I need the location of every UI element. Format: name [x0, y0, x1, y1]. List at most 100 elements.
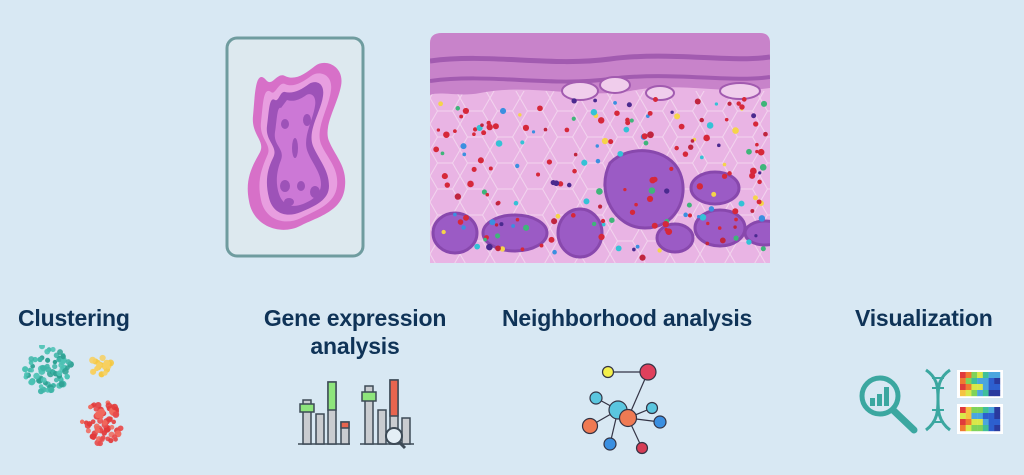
- tissue-transcript-dot: [522, 124, 530, 131]
- red-cluster-dot: [111, 403, 118, 411]
- heatmap-cell: [960, 413, 966, 420]
- red-cluster-dot: [93, 406, 99, 412]
- tissue-transcript-dot: [751, 113, 757, 119]
- tissue-transcript-dot: [570, 213, 576, 218]
- heatmap-cell: [965, 407, 972, 414]
- tissue-transcript-dot: [752, 195, 758, 201]
- tissue-transcript-dot: [551, 218, 558, 225]
- tissue-transcript-dot: [548, 236, 555, 243]
- tissue-transcript-dot: [688, 144, 694, 150]
- tissue-transcript-dot: [760, 246, 766, 252]
- heatmap-cell: [988, 413, 995, 420]
- tissue-transcript-dot: [635, 244, 640, 249]
- tissue-transcript-dot: [699, 155, 704, 160]
- teal-cluster-dot: [52, 363, 58, 370]
- tissue-transcript-dot: [758, 171, 762, 175]
- tissue-transcript-dot: [543, 127, 548, 132]
- heatmap-cell: [965, 378, 972, 385]
- tissue-transcript-dot: [714, 102, 719, 106]
- teal-cluster-dot: [56, 357, 62, 363]
- heatmap-cell: [988, 419, 995, 426]
- tissue-transcript-dot: [591, 221, 597, 227]
- tissue-transcript-dot: [513, 200, 519, 206]
- tissue-transcript-dot: [651, 222, 658, 229]
- tissue-transcript-dot: [699, 117, 704, 123]
- tissue-transcript-dot: [523, 224, 530, 231]
- heatmap-icon-1: [960, 372, 1001, 397]
- heatmap-cell: [977, 425, 984, 432]
- teal-cluster-dot: [65, 365, 70, 371]
- teal-cluster-dot: [37, 388, 44, 395]
- teal-cluster-dot: [39, 364, 46, 371]
- tissue-transcript-dot: [460, 143, 467, 150]
- tissue-transcript-dot: [499, 107, 507, 115]
- tissue-transcript-dot: [453, 212, 457, 217]
- tissue-transcript-dot: [653, 97, 658, 102]
- tissue-transcript-dot: [670, 110, 674, 115]
- heatmap-icon-2: [960, 407, 1001, 432]
- teal-cluster-dot: [50, 346, 56, 353]
- heatmap-cell: [994, 378, 1001, 385]
- teal-cluster-dot: [40, 377, 47, 383]
- single-cell-slide: [225, 36, 365, 258]
- dna-icon: [925, 368, 951, 432]
- label-gene-expression-line2: analysis: [310, 333, 400, 359]
- network-graph-icon: [578, 360, 688, 455]
- tissue-transcript-dot: [733, 235, 739, 241]
- teal-cluster-dot: [60, 353, 66, 360]
- tissue-transcript-dot: [756, 199, 762, 205]
- tissue-transcript-dot: [595, 144, 599, 148]
- large-nucleus: [603, 149, 685, 230]
- teal-cluster-dot: [44, 348, 51, 355]
- teal-cluster-dot: [52, 359, 58, 365]
- tissue-transcript-dot: [537, 105, 543, 112]
- tissue-transcript-dot: [486, 243, 493, 251]
- heatmap-cell: [988, 390, 995, 397]
- yellow-cluster-dot: [94, 365, 100, 372]
- yellow-cluster-dot: [99, 354, 106, 362]
- tissue-transcript-dot: [687, 213, 693, 218]
- heatmap-cell: [960, 384, 966, 391]
- tissue-transcript-dot: [646, 195, 654, 202]
- tissue-transcript-dot: [581, 159, 588, 166]
- tissue-transcript-dot: [724, 117, 729, 122]
- tissue-transcript-dot: [759, 164, 767, 171]
- red-cluster-dot: [111, 419, 117, 425]
- heatmap-cell: [965, 384, 972, 391]
- tissue-transcript-dot: [629, 118, 634, 123]
- tissue-transcript-dot: [489, 219, 496, 226]
- tissue-transcript-dot: [711, 191, 717, 197]
- tissue-transcript-dot: [459, 114, 464, 119]
- red-cluster-dot: [85, 428, 91, 434]
- tissue-transcript-dot: [615, 245, 622, 252]
- tissue-transcript-dot: [708, 206, 715, 212]
- tissue-transcript-dot: [694, 98, 701, 105]
- tissue-transcript-dot: [511, 224, 516, 228]
- tissue-transcript-dot: [433, 146, 440, 153]
- tissue-transcript-dot: [739, 104, 745, 110]
- tissue-transcript-dot: [643, 140, 649, 146]
- tissue-transcript-dot: [617, 150, 624, 157]
- heatmap-cell: [971, 419, 978, 426]
- heatmap-cell: [971, 425, 978, 432]
- tissue-transcript-dot: [674, 113, 681, 120]
- tissue-transcript-dot: [763, 131, 768, 137]
- tissue-transcript-dot: [613, 101, 617, 105]
- tissue-transcript-dot: [738, 200, 745, 207]
- teal-cluster-dot: [53, 377, 59, 383]
- tissue-transcript-dot: [471, 166, 477, 172]
- tissue-transcript-dot: [626, 102, 632, 108]
- red-cluster-dot: [108, 437, 114, 444]
- tissue-transcript-dot: [539, 243, 544, 248]
- tissue-transcript-dot: [664, 227, 669, 232]
- teal-cluster-dot: [22, 366, 29, 373]
- tissue-transcript-dot: [757, 148, 765, 156]
- heatmap-cell: [982, 384, 989, 391]
- label-clustering: Clustering: [18, 305, 130, 331]
- red-cluster-dot: [93, 423, 100, 430]
- heatmap-cell: [994, 372, 1001, 379]
- heatmap-cell: [971, 407, 978, 414]
- tissue-transcript-dot: [486, 123, 493, 131]
- tissue-transcript-dot: [593, 98, 598, 103]
- tissue-transcript-dot: [441, 229, 446, 235]
